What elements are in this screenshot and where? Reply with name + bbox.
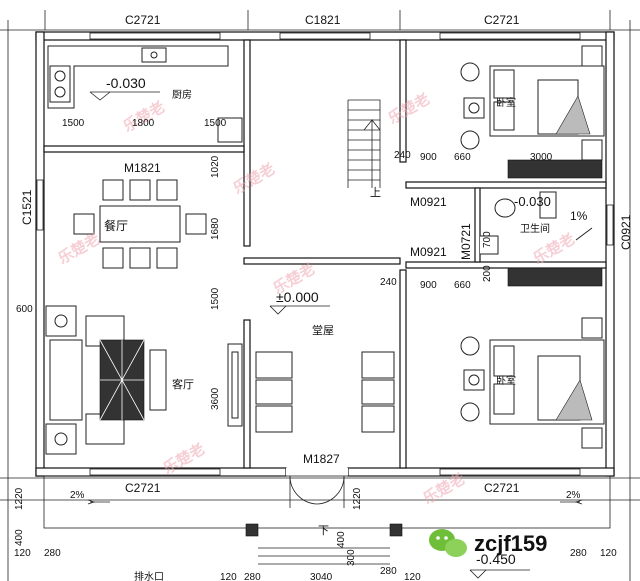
svg-text:乐楚老: 乐楚老 (55, 230, 103, 268)
svg-text:3600: 3600 (210, 387, 221, 410)
svg-text:120: 120 (404, 572, 421, 581)
bedroom1-furniture (460, 45, 605, 179)
svg-text:300: 300 (346, 549, 357, 566)
stairs (347, 99, 381, 188)
label-c1521-left: C1521 (20, 189, 34, 225)
label-c2721-bottom-right: C2721 (484, 481, 520, 495)
elevation-markers (89, 91, 530, 579)
label-c1821-top: C1821 (305, 13, 341, 27)
room-kitchen: 厨房 (172, 88, 192, 101)
svg-text:400: 400 (14, 529, 25, 546)
svg-text:1220: 1220 (352, 487, 363, 510)
label-c0921-right: C0921 (619, 214, 633, 250)
svg-text:280: 280 (244, 572, 261, 581)
svg-text:660: 660 (454, 152, 471, 163)
front-terrace (43, 475, 611, 565)
elev-hall: ±0.000 (276, 289, 319, 305)
svg-text:乐楚老: 乐楚老 (230, 160, 278, 198)
windows (36, 32, 614, 476)
social-watermark: zcjf159 (429, 529, 547, 557)
svg-text:1500: 1500 (204, 118, 227, 129)
hall-furniture (227, 343, 395, 433)
slope-labels: 2% 2% 1% (70, 209, 588, 501)
svg-text:1800: 1800 (132, 118, 155, 129)
svg-text:1680: 1680 (210, 217, 221, 240)
living-sofa (45, 305, 167, 455)
dimension-labels: 1500 1800 1500 1020 1680 1500 3600 600 1… (14, 118, 617, 581)
label-c2721-bottom-left: C2721 (125, 481, 161, 495)
label-m0721-bath: M0721 (459, 223, 473, 260)
drain-label: 排水口 (134, 570, 164, 581)
room-bed1: 卧室 (496, 96, 516, 109)
room-dining: 餐厅 (104, 218, 128, 233)
bedroom2-furniture (460, 267, 605, 449)
label-c2721-top-left: C2721 (125, 13, 161, 27)
svg-text:700: 700 (482, 231, 493, 248)
elev-kitchen: -0.030 (106, 75, 146, 91)
room-names: 厨房 餐厅 客厅 堂屋 卧室 卧室 卫生间 上 下 排水口 (104, 88, 550, 581)
svg-text:900: 900 (420, 152, 437, 163)
svg-text:600: 600 (16, 304, 33, 315)
svg-text:280: 280 (570, 548, 587, 559)
svg-text:400: 400 (336, 531, 347, 548)
svg-text:1020: 1020 (210, 155, 221, 178)
room-bed2: 卧室 (496, 374, 516, 387)
label-m0921-bed1: M0921 (410, 195, 447, 209)
grid-lines (0, 10, 640, 581)
kitchen-fixtures (47, 45, 243, 143)
svg-text:120: 120 (220, 572, 237, 581)
svg-text:240: 240 (394, 150, 411, 161)
svg-text:280: 280 (44, 548, 61, 559)
svg-text:200: 200 (482, 265, 493, 282)
svg-text:乐楚老: 乐楚老 (385, 90, 433, 128)
svg-text:1220: 1220 (14, 487, 25, 510)
bathroom-fixtures (480, 191, 593, 255)
svg-text:2%: 2% (566, 490, 581, 501)
svg-text:乐楚老: 乐楚老 (120, 98, 168, 136)
label-m1821-dining: M1821 (124, 161, 161, 175)
svg-text:280: 280 (380, 566, 397, 577)
opening-labels: C2721 C1821 C2721 C2721 C2721 C1521 C092… (20, 13, 633, 495)
room-bath: 卫生间 (520, 222, 550, 235)
interior-walls (43, 39, 607, 469)
svg-text:3040: 3040 (310, 572, 333, 581)
svg-text:120: 120 (600, 548, 617, 559)
room-living: 客厅 (172, 377, 194, 391)
svg-text:1500: 1500 (62, 118, 85, 129)
svg-text:1%: 1% (570, 209, 588, 223)
label-m0921-bed2: M0921 (410, 245, 447, 259)
svg-text:660: 660 (454, 280, 471, 291)
step-down: 下 (318, 524, 329, 537)
label-c2721-top-right: C2721 (484, 13, 520, 27)
svg-text:3000: 3000 (530, 152, 553, 163)
social-handle: zcjf159 (474, 531, 547, 556)
elev-outside: -0.450 (476, 551, 516, 567)
svg-text:900: 900 (420, 280, 437, 291)
stair-up: 上 (370, 186, 381, 199)
main-door (286, 468, 348, 508)
svg-text:240: 240 (380, 277, 397, 288)
label-m1827-main: M1827 (303, 452, 340, 466)
svg-text:1500: 1500 (210, 287, 221, 310)
elevation-labels: -0.030 -0.030 ±0.000 -0.450 (106, 75, 551, 567)
elev-bath: -0.030 (514, 194, 551, 209)
room-hall: 堂屋 (312, 324, 334, 337)
svg-text:2%: 2% (70, 490, 85, 501)
dining-set (73, 179, 207, 269)
svg-text:120: 120 (14, 548, 31, 559)
